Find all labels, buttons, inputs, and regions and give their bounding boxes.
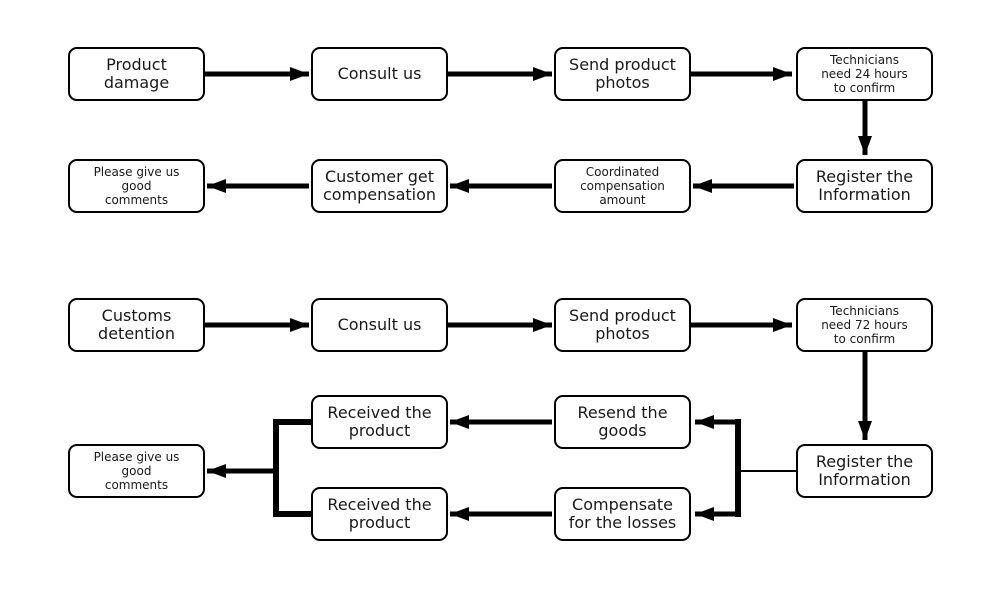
node-register-info-2: Register the Information <box>796 444 933 498</box>
node-resend-goods: Resend the goods <box>554 395 691 449</box>
node-received-product-1: Received the product <box>311 395 448 449</box>
node-coordinated-amount: Coordinated compensation amount <box>554 159 691 213</box>
node-good-comments-1: Please give us good comments <box>68 159 205 213</box>
node-product-damage: Product damage <box>68 47 205 101</box>
node-tech-confirm-72h: Technicians need 72 hours to confirm <box>796 298 933 352</box>
node-customer-compensation: Customer get compensation <box>311 159 448 213</box>
node-received-product-2: Received the product <box>311 487 448 541</box>
node-send-photos-2: Send product photos <box>554 298 691 352</box>
node-send-photos-1: Send product photos <box>554 47 691 101</box>
node-consult-us-1: Consult us <box>311 47 448 101</box>
node-register-info-1: Register the Information <box>796 159 933 213</box>
node-consult-us-2: Consult us <box>311 298 448 352</box>
node-customs-detention: Customs detention <box>68 298 205 352</box>
node-good-comments-2: Please give us good comments <box>68 444 205 498</box>
node-tech-confirm-24h: Technicians need 24 hours to confirm <box>796 47 933 101</box>
node-compensate-losses: Compensate for the losses <box>554 487 691 541</box>
